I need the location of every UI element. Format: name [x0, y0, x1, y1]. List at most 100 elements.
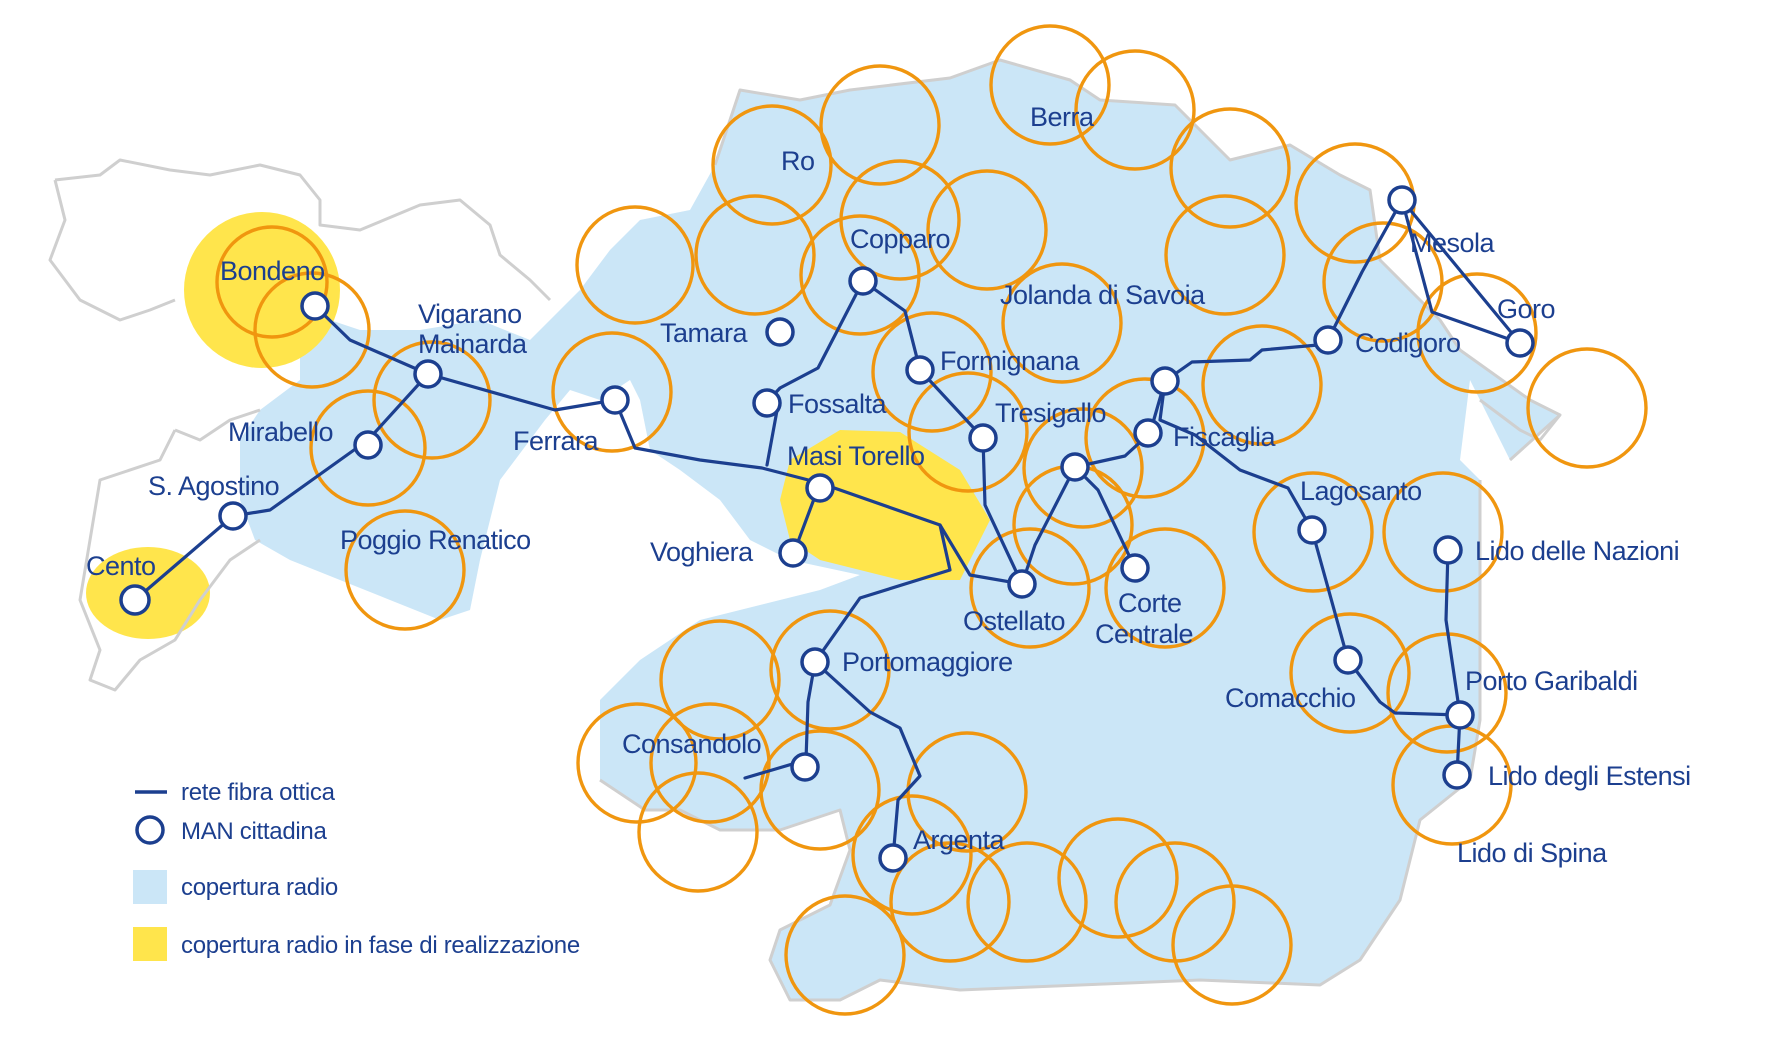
fiber-link	[1400, 198, 1522, 345]
antenna-ring	[1084, 377, 1206, 499]
fiber-link	[813, 660, 922, 860]
label-portomaggiore: Portomaggiore	[842, 647, 1013, 677]
man-node-ostellato-b[interactable]	[1007, 569, 1037, 599]
label-bondeno: Bondeno	[220, 256, 325, 286]
man-node-porto-garibaldi[interactable]	[1445, 700, 1475, 730]
antenna-ring	[907, 371, 1029, 493]
legend-radio-in-progress-label: copertura radio in fase di realizzazione	[181, 932, 580, 959]
antenna-ring	[344, 509, 466, 631]
antenna-ring	[1416, 272, 1538, 394]
man-node-portomaggiore[interactable]	[800, 647, 830, 677]
man-node-cento[interactable]	[119, 584, 151, 616]
western-border-2	[48, 179, 176, 322]
man-node-fiscaglia-a[interactable]	[1150, 366, 1180, 396]
antenna-ring	[576, 702, 698, 824]
antenna-ring	[1164, 194, 1286, 316]
label-mesola: Mesola	[1410, 228, 1496, 258]
antenna-ring	[1001, 262, 1123, 384]
man-node-vigarano[interactable]	[413, 359, 443, 389]
label-voghiera: Voghiera	[650, 537, 754, 567]
label-jolanda: Jolanda di Savoia	[1000, 280, 1206, 310]
label-tresigallo: Tresigallo	[995, 398, 1106, 428]
man-node-consandolo[interactable]	[790, 752, 820, 782]
antenna-ring	[694, 194, 816, 316]
label-goro: Goro	[1497, 294, 1555, 324]
legend-man-label: MAN cittadina	[181, 818, 327, 845]
western-border	[54, 158, 552, 302]
legend: rete fibra ottica MAN cittadina copertur…	[133, 779, 580, 961]
man-node-lagosanto[interactable]	[1297, 515, 1327, 545]
antenna-ring	[819, 64, 941, 186]
man-node-argenta[interactable]	[878, 843, 908, 873]
antenna-ring	[711, 104, 833, 226]
antenna-ring	[1074, 49, 1196, 171]
label-fossalta: Fossalta	[788, 389, 888, 419]
man-node-ferrara[interactable]	[600, 385, 630, 415]
province-outline	[599, 58, 1562, 1002]
man-node-formignana[interactable]	[905, 355, 935, 385]
man-node-corte-centrale[interactable]	[1120, 553, 1150, 583]
label-copparo: Copparo	[850, 224, 950, 254]
antenna-ring	[989, 24, 1111, 146]
man-node-copparo[interactable]	[848, 266, 878, 296]
label-lagosanto: Lagosanto	[1300, 476, 1422, 506]
antenna-ring	[871, 311, 993, 433]
label-poggio: Poggio Renatico	[340, 525, 531, 555]
coverage-in-progress-bondeno	[184, 212, 340, 368]
label-mainarda: Mainarda	[418, 329, 528, 359]
label-tamara: Tamara	[660, 318, 749, 348]
label-fiscaglia: Fiscaglia	[1173, 422, 1277, 452]
fiber-link	[743, 660, 817, 780]
man-node-codigoro[interactable]	[1313, 325, 1343, 355]
man-node-bondeno[interactable]	[300, 291, 330, 321]
antenna-ring	[851, 794, 973, 916]
man-node-comacchio[interactable]	[1333, 645, 1363, 675]
antenna-ring	[253, 271, 371, 389]
antenna-ring	[1201, 324, 1323, 446]
man-node-lido-estensi[interactable]	[1442, 760, 1472, 790]
antenna-ring	[659, 619, 781, 741]
label-portogaribaldi: Porto Garibaldi	[1465, 666, 1638, 696]
antenna-ring	[906, 731, 1028, 853]
man-node-lido-nazioni[interactable]	[1433, 535, 1463, 565]
man-node-voghiera[interactable]	[778, 538, 808, 568]
antenna-ring	[1057, 817, 1179, 939]
label-codigoro: Codigoro	[1355, 328, 1461, 358]
man-node-masitorello[interactable]	[805, 473, 835, 503]
label-lidospina: Lido di Spina	[1457, 838, 1608, 868]
legend-radio-label: copertura radio	[181, 874, 338, 901]
label-consandolo: Consandolo	[622, 729, 761, 759]
antenna-rings	[215, 24, 1648, 1016]
man-node-fiscaglia-b[interactable]	[1133, 418, 1163, 448]
antenna-ring	[215, 225, 329, 339]
man-node-tamara[interactable]	[765, 317, 795, 347]
man-node-goro[interactable]	[1505, 328, 1535, 358]
antenna-ring	[1022, 407, 1144, 529]
man-node-fossalta[interactable]	[752, 388, 782, 418]
town-labels: Bondeno Vigarano Mainarda Mirabello S. A…	[86, 102, 1691, 868]
antenna-ring	[1526, 347, 1648, 469]
label-argenta: Argenta	[913, 825, 1006, 855]
antenna-ring	[759, 729, 881, 851]
man-node-tresigallo[interactable]	[968, 423, 998, 453]
fiber-link	[1158, 379, 1314, 532]
fiber-link	[813, 523, 952, 664]
man-node-mesola[interactable]	[1387, 185, 1417, 215]
man-node-sagostino[interactable]	[218, 501, 248, 531]
label-formignana: Formignana	[940, 346, 1081, 376]
antenna-ring	[926, 169, 1048, 291]
antenna-ring	[1171, 884, 1293, 1006]
antenna-ring	[1104, 527, 1226, 649]
label-centrale: Centrale	[1095, 619, 1193, 649]
man-node-mirabello[interactable]	[353, 430, 383, 460]
antenna-ring	[769, 609, 891, 731]
antenna-ring	[1169, 107, 1291, 229]
antenna-ring	[637, 771, 759, 893]
fiber-link	[763, 279, 1024, 586]
man-node-ostellato-a[interactable]	[1060, 452, 1090, 482]
label-ro: Ro	[781, 146, 815, 176]
label-cento: Cento	[86, 551, 156, 581]
legend-fiber-label: rete fibra ottica	[181, 779, 336, 806]
antenna-ring	[799, 214, 921, 336]
